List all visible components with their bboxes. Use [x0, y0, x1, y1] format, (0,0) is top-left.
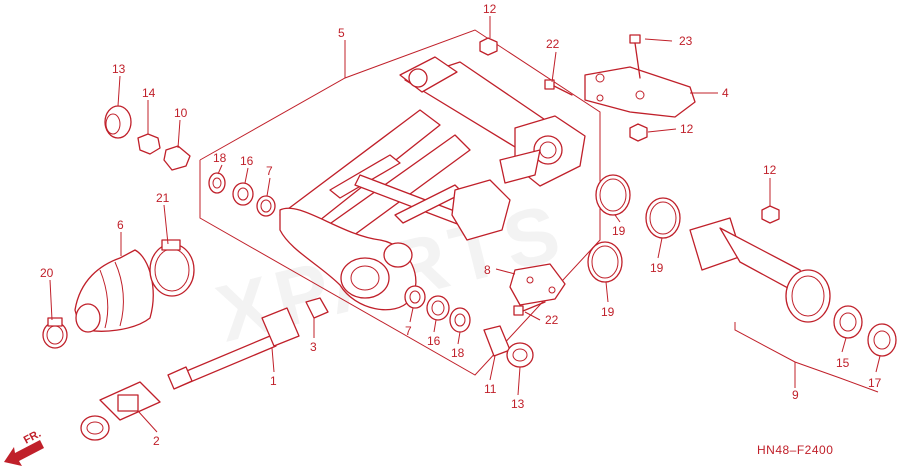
diagram-code: HN48–F2400 [757, 443, 833, 457]
bolt-22-top-part[interactable] [544, 79, 573, 96]
callout-12-plate: 12 [680, 122, 694, 136]
axle-housing-9-part[interactable] [689, 217, 831, 323]
callout-22-lower: 22 [545, 313, 559, 327]
nut-13-lower-part[interactable] [506, 342, 534, 368]
boot-6-part[interactable] [74, 249, 154, 333]
washer-14-part[interactable] [137, 133, 161, 155]
callout-17: 17 [868, 376, 882, 390]
band-21-part[interactable] [149, 239, 195, 297]
callout-7-upper: 7 [266, 164, 273, 178]
oring-19-c-part[interactable] [587, 241, 623, 283]
callout-18-upper: 18 [213, 151, 227, 165]
callout-8: 8 [484, 263, 491, 277]
callout-13-lower: 13 [511, 397, 525, 411]
nut-12-plate-part[interactable] [629, 123, 648, 142]
bearing-16-upper-part[interactable] [232, 182, 254, 206]
bracket-plate-part[interactable] [584, 66, 696, 118]
callout-4: 4 [722, 86, 729, 100]
axle-housing-group-outline [734, 322, 879, 393]
pinion-10-part[interactable] [163, 145, 191, 171]
callout-11: 11 [484, 382, 497, 396]
leader-lines [49, 16, 881, 433]
callout-12-top: 12 [483, 2, 497, 16]
callout-labels: 5 12 22 23 4 12 13 14 10 18 16 7 21 6 20… [40, 2, 882, 448]
swingarm-group-outline [199, 29, 601, 376]
callout-14: 14 [142, 86, 156, 100]
callout-19-b: 19 [650, 261, 664, 275]
oring-19-b-part[interactable] [645, 197, 681, 239]
swingarm-part[interactable] [279, 56, 586, 311]
callout-21: 21 [156, 191, 170, 205]
callout-15: 15 [836, 356, 850, 370]
band-20-part[interactable] [42, 317, 68, 349]
callout-2: 2 [153, 434, 160, 448]
callout-18-lower: 18 [451, 346, 465, 360]
universal-joint-2-part[interactable] [80, 381, 161, 441]
bolt-23-part[interactable] [629, 34, 641, 79]
callout-16-lower: 16 [427, 334, 441, 348]
front-direction-marker: FR. [4, 428, 44, 466]
callout-10: 10 [174, 106, 188, 120]
seal-18-lower-part[interactable] [449, 307, 471, 333]
callout-23: 23 [679, 34, 693, 48]
nut-13-left-part[interactable] [104, 105, 132, 139]
callout-19-a: 19 [612, 224, 626, 238]
oring-19-a-part[interactable] [595, 174, 631, 216]
callout-6: 6 [117, 218, 124, 232]
callout-12-right: 12 [763, 163, 777, 177]
nut-12-top-part[interactable] [479, 37, 498, 56]
callout-20: 20 [40, 266, 54, 280]
plate-8-part[interactable] [509, 263, 566, 306]
front-arrow-icon [4, 440, 44, 466]
seal-18-upper-part[interactable] [208, 172, 226, 194]
spring-3-part[interactable] [305, 297, 329, 319]
ring-7-upper-part[interactable] [256, 195, 276, 217]
bolt-22-lower-part[interactable] [513, 301, 546, 316]
callout-22-top: 22 [546, 37, 560, 51]
boot-11-part[interactable] [483, 325, 511, 357]
nut-12-right-part[interactable] [761, 205, 780, 224]
seal-17-part[interactable] [867, 323, 897, 357]
callout-7-lower: 7 [405, 324, 412, 338]
bearing-15-part[interactable] [833, 305, 863, 339]
callout-13-left: 13 [112, 62, 126, 76]
callout-9: 9 [792, 388, 799, 402]
drive-shaft-1-part[interactable] [167, 307, 300, 390]
callout-16-upper: 16 [240, 154, 254, 168]
callout-1: 1 [270, 374, 277, 388]
callout-3: 3 [310, 340, 317, 354]
callout-19-c: 19 [601, 305, 615, 319]
callout-5: 5 [338, 26, 345, 40]
ring-7-lower-part[interactable] [404, 285, 426, 309]
bearing-16-lower-part[interactable] [426, 295, 450, 321]
